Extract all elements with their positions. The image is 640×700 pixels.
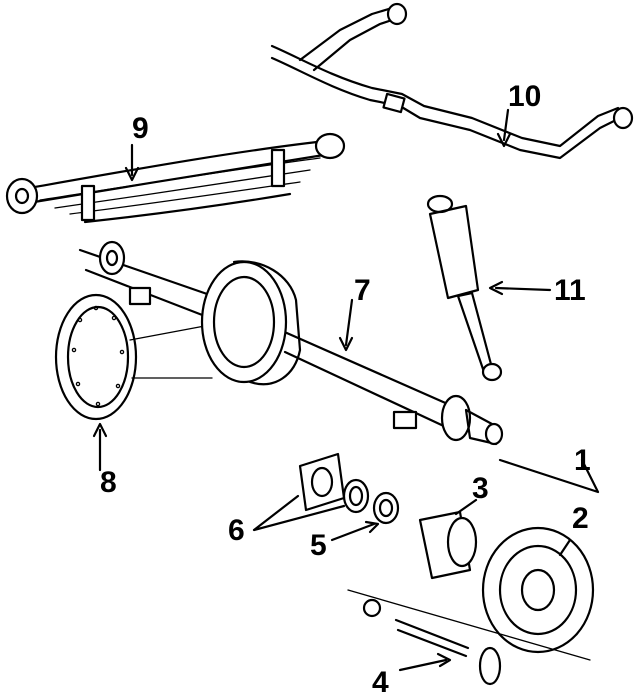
leader-arrows [92, 108, 600, 672]
callout-6: 6 [228, 514, 245, 547]
bearing-seal-group [298, 452, 400, 525]
shock-absorber [426, 194, 503, 382]
callout-8: 8 [100, 466, 117, 499]
axle-housing [78, 240, 504, 446]
axle-shaft [347, 589, 591, 686]
callout-5: 5 [310, 529, 327, 562]
hub-and-drum [418, 510, 595, 654]
callout-1: 1 [574, 444, 591, 477]
callout-7: 7 [354, 274, 371, 307]
callout-4: 4 [372, 666, 389, 699]
callout-2: 2 [572, 502, 589, 535]
leaf-spring [5, 132, 346, 224]
callout-3: 3 [472, 472, 489, 505]
callout-11: 11 [554, 274, 586, 307]
callout-10: 10 [508, 80, 541, 113]
backing-plate-guide-lines [129, 324, 213, 379]
backing-plate [54, 293, 138, 421]
callout-9: 9 [132, 112, 149, 145]
